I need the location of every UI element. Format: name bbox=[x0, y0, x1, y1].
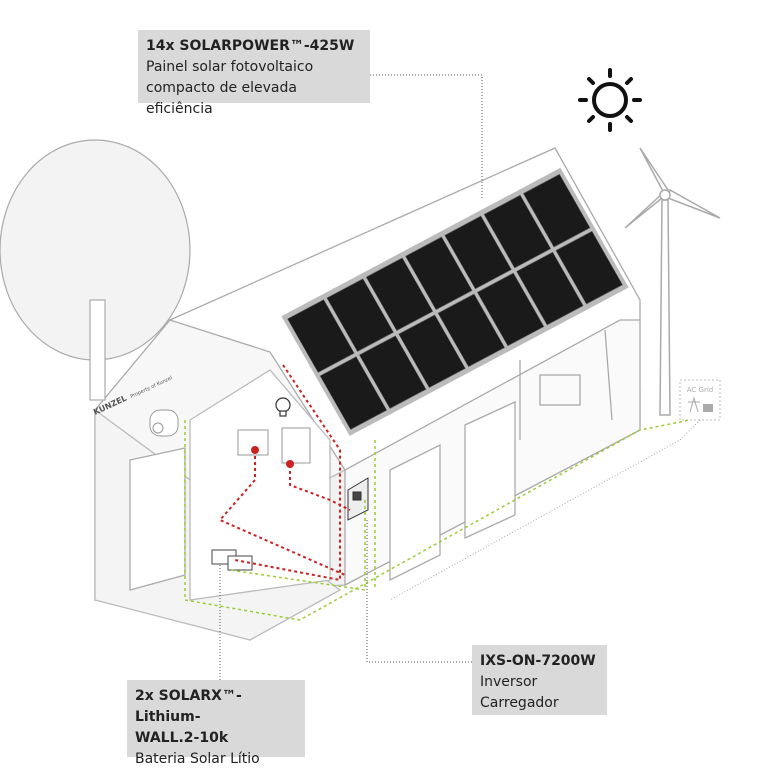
svg-text:AC Grid: AC Grid bbox=[687, 386, 713, 394]
solar-panel bbox=[516, 251, 584, 326]
solar-panel bbox=[365, 257, 434, 332]
solar-panel bbox=[405, 236, 473, 311]
sun-icon bbox=[578, 68, 642, 132]
inverter-unit bbox=[347, 477, 369, 521]
solar-panel-desc-2: compacto de elevada eficiência bbox=[146, 80, 297, 117]
inverter-title: IXS-ON-7200W bbox=[480, 653, 596, 669]
dc-wiring bbox=[218, 364, 351, 582]
solar-panel-desc-1: Painel solar fotovoltaico bbox=[146, 59, 314, 75]
solar-panel bbox=[555, 230, 623, 305]
security-camera bbox=[149, 409, 179, 437]
ac-wiring bbox=[184, 419, 691, 621]
battery-title-2: WALL.2-10k bbox=[135, 730, 229, 746]
solar-panel-array bbox=[281, 167, 629, 436]
solar-panel-title: 14x SOLARPOWER™-425W bbox=[146, 38, 355, 54]
solar-panel bbox=[398, 314, 466, 389]
inverter-desc-1: Inversor bbox=[480, 674, 538, 690]
solar-panel bbox=[319, 356, 388, 430]
house-outline bbox=[94, 147, 641, 641]
ac-grid-icon: AC Grid bbox=[679, 379, 721, 421]
battery-title-1: 2x SOLARX™-Lithium- bbox=[135, 688, 242, 725]
solar-panel bbox=[358, 335, 427, 409]
solar-panel bbox=[444, 215, 512, 290]
tree-illustration bbox=[0, 139, 191, 401]
inverter-label: IXS-ON-7200W Inversor Carregador bbox=[472, 645, 607, 715]
battery-desc: Bateria Solar Lítio bbox=[135, 751, 260, 767]
solar-panel bbox=[437, 293, 506, 368]
solar-panel bbox=[483, 194, 552, 269]
solar-panel bbox=[522, 173, 591, 248]
solar-panel bbox=[287, 299, 355, 373]
solar-panel bbox=[476, 272, 545, 347]
solar-panel-label: 14x SOLARPOWER™-425W Painel solar fotovo… bbox=[138, 30, 370, 117]
leader-lines bbox=[219, 74, 701, 680]
inverter-desc-2: Carregador bbox=[480, 695, 559, 711]
battery-units bbox=[211, 549, 253, 571]
wind-turbine bbox=[624, 147, 721, 416]
lightbulb-icon bbox=[275, 397, 291, 417]
battery-label: 2x SOLARX™-Lithium- WALL.2-10k Bateria S… bbox=[127, 680, 305, 767]
solar-panel bbox=[326, 278, 394, 352]
